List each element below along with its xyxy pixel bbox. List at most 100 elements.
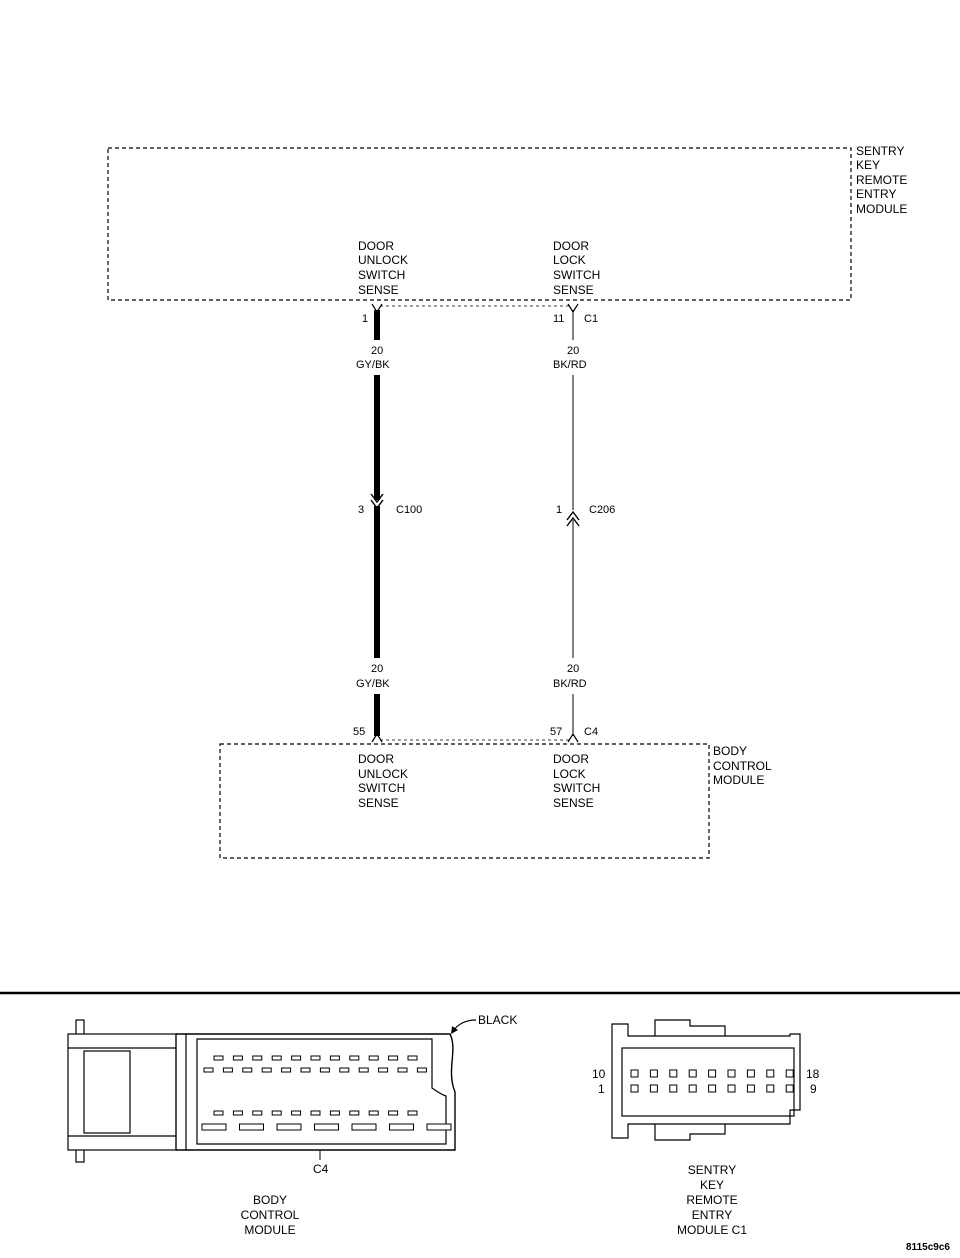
c4-pin-cavity (397, 1067, 408, 1073)
skrem-caption-line: ENTRY (692, 1208, 732, 1222)
c4-pin-cavity (378, 1067, 389, 1073)
c1-pin-array (630, 1069, 794, 1093)
c4-pin-cavity (291, 1055, 302, 1061)
c4-inner-cavity (196, 1038, 447, 1145)
unlock-bottom-pin: 55 (353, 726, 365, 738)
c4-pin-cavity (319, 1067, 330, 1073)
black-leader-arrow (453, 1019, 477, 1031)
c4-pin-cavity (349, 1110, 360, 1116)
c1-label: C1 (584, 313, 598, 325)
c206-label: C206 (589, 504, 615, 516)
c4-pin-cavity (213, 1055, 224, 1061)
c4-pin-cavity (222, 1067, 233, 1073)
c4-pin-cavity (261, 1067, 272, 1073)
c206-connector-symbol (566, 510, 580, 527)
bcm-title-line: CONTROL (713, 759, 772, 773)
bcm-caption-line: CONTROL (241, 1208, 300, 1222)
pin-label-line: SWITCH (553, 781, 600, 795)
c1-pin-cavity (766, 1069, 775, 1078)
pin-label-line: SENSE (553, 283, 594, 297)
pin-label-line: DOOR (553, 752, 589, 766)
unlock-top-gauge: 20 (371, 345, 383, 357)
skrem-title-line: ENTRY (856, 187, 896, 201)
bcm-module-title: BODY CONTROL MODULE (713, 744, 772, 787)
lock-bottom-terminal (567, 732, 579, 743)
c4-pin-cavity (213, 1110, 224, 1116)
unlock-top-color: GY/BK (356, 359, 390, 371)
c4-pin-cavity (416, 1067, 427, 1073)
c100-label: C100 (396, 504, 422, 516)
pin-label-line: SWITCH (553, 268, 600, 282)
bcm-unlock-pin-label: DOOR UNLOCK SWITCH SENSE (358, 752, 408, 810)
c1-inner-face (621, 1047, 795, 1117)
pin-label-line: SWITCH (358, 268, 405, 282)
c1-pin-label-18: 18 (806, 1067, 820, 1081)
c1-pin-cavity (766, 1084, 775, 1093)
c1-pin-cavity (630, 1069, 639, 1078)
c4-pin-cavity (339, 1067, 350, 1073)
bcm-caption-line: BODY (253, 1193, 287, 1207)
c1-pin-cavity (649, 1084, 658, 1093)
c1-pin-cavity (708, 1084, 717, 1093)
skrem-caption-line: REMOTE (686, 1193, 737, 1207)
c4-pin-cavity (310, 1055, 321, 1061)
c1-pin-cavity (688, 1069, 697, 1078)
pin-label-line: UNLOCK (358, 253, 408, 267)
bcm-title-line: BODY (713, 744, 747, 758)
c4-pin-cavity (368, 1055, 379, 1061)
c4-pin-cavity (388, 1110, 399, 1116)
c100-pin: 3 (358, 504, 364, 516)
bcm-module-box (219, 743, 710, 859)
skrem-title-line: REMOTE (856, 173, 907, 187)
c4-pin-cavity (368, 1110, 379, 1116)
c1-pin-cavity (669, 1069, 678, 1078)
pin-label-line: LOCK (553, 767, 586, 781)
c4-large-pin-cavity (351, 1123, 377, 1131)
lock-top-pin: 11 (553, 313, 564, 325)
c1-pin-cavity (688, 1084, 697, 1093)
skrem-caption-line: MODULE C1 (677, 1223, 747, 1237)
c4-pin-cavity (407, 1055, 418, 1061)
c4-pin-cavity (252, 1110, 263, 1116)
c4-latch-window (83, 1050, 131, 1134)
c1-pin-cavity (630, 1084, 639, 1093)
skrem-caption-line: KEY (700, 1178, 724, 1192)
c4-large-pin-cavity (426, 1123, 452, 1131)
pin-label-line: DOOR (358, 752, 394, 766)
c4-pin-cavity (300, 1067, 311, 1073)
c4-pin-cavity (271, 1055, 282, 1061)
pin-label-line: SENSE (358, 283, 399, 297)
skrem-unlock-pin-label: DOOR UNLOCK SWITCH SENSE (358, 239, 408, 297)
c4-pin-cavity (407, 1110, 418, 1116)
skrem-title-line: SENTRY (856, 144, 904, 158)
c4-large-pin-cavity (239, 1123, 264, 1131)
c4-pin-cavity (329, 1055, 340, 1061)
skrem-module-title: SENTRY KEY REMOTE ENTRY MODULE (856, 144, 907, 216)
c4-pin-cavity (232, 1055, 243, 1061)
c4-large-pin-cavity (201, 1123, 227, 1131)
c4-pin-cavity (349, 1055, 360, 1061)
skrem-connector-view: 10 1 18 9 SENTRY KEY REMOTE ENTRY MODULE… (592, 1019, 820, 1237)
pin-label-line: DOOR (358, 239, 394, 253)
bcm-caption-line: MODULE (244, 1223, 295, 1237)
c4-pin-cavity (252, 1055, 263, 1061)
c4-pin-cavity (291, 1110, 302, 1116)
c4-connector-id: C4 (313, 1162, 329, 1176)
pin-label-line: UNLOCK (358, 767, 408, 781)
c4-large-pin-cavity (389, 1123, 414, 1131)
bcm-connector-view: BLACK C4 BODY CONTROL MODULE (67, 1013, 517, 1237)
c1-outer-shell (611, 1023, 801, 1139)
c1-bottom-tab (654, 1124, 726, 1141)
c4-pin-cavity (388, 1055, 399, 1061)
c4-label: C4 (584, 726, 598, 738)
c1-pin-cavity (785, 1084, 794, 1093)
skrem-caption-line: SENTRY (688, 1163, 736, 1177)
unlock-bottom-color: GY/BK (356, 678, 390, 690)
pin-label-line: SWITCH (358, 781, 405, 795)
c1-pin-cavity (649, 1069, 658, 1078)
c4-pin-cavity (358, 1067, 369, 1073)
lock-circuit: 11 C1 20 BK/RD 1 C206 20 BK/RD 57 C4 (550, 303, 615, 743)
c206-pin: 1 (556, 504, 562, 516)
c1-pin-cavity (785, 1069, 794, 1078)
